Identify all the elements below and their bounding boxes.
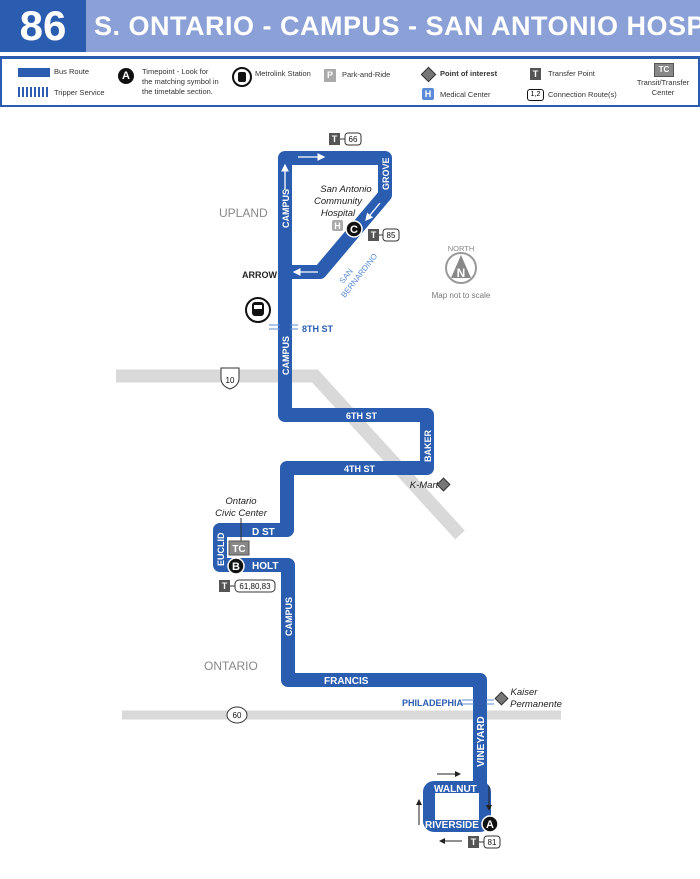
transfer-point-85: T 85 xyxy=(368,228,400,242)
timepoint-c-label: C xyxy=(350,224,358,236)
legend-tc: Transit/Transfer Center xyxy=(634,78,692,98)
legend-timepoint-line: the timetable section. xyxy=(142,87,213,96)
timepoint-a: A xyxy=(481,815,499,833)
connection-routes: 66 xyxy=(349,135,358,144)
street-riverside: RIVERSIDE xyxy=(425,820,479,831)
transfer-letter: T xyxy=(222,581,228,591)
connection-routes: 61,80,83 xyxy=(239,582,271,591)
legend-transfer: Transfer Point xyxy=(548,69,595,78)
place-hospital-label: Hospital xyxy=(321,208,356,219)
medical-center-icon xyxy=(332,220,343,231)
transfer-point-81: T 81 xyxy=(468,835,501,849)
street-euclid: EUCLID xyxy=(216,532,226,566)
transit-center-icon xyxy=(228,540,250,556)
street-baker: BAKER xyxy=(423,429,433,462)
street-grove: GROVE xyxy=(381,157,391,190)
street-8th: 8TH ST xyxy=(302,324,334,334)
legend-connection: Connection Route(s) xyxy=(548,90,617,99)
connection-icon: 1,2 xyxy=(527,89,544,101)
kmart-poi-icon xyxy=(436,477,451,492)
medical-icon: H xyxy=(422,88,434,100)
street-6th: 6TH ST xyxy=(346,411,378,421)
city-upland: UPLAND xyxy=(219,206,268,220)
north-label: NORTH xyxy=(448,244,475,253)
route-number: 86 xyxy=(0,0,86,52)
freeway-10-label: 10 xyxy=(226,376,235,385)
connection-routes: 81 xyxy=(488,838,497,847)
timepoint-c: C xyxy=(345,220,363,238)
medical-center-letter: H xyxy=(334,221,341,231)
legend-tc-line: Transit/Transfer xyxy=(636,78,690,87)
place-civic-label: Civic Center xyxy=(215,508,268,519)
street-philadelphia: PHILADEPHIA xyxy=(402,698,464,708)
legend-metrolink: Metrolink Station xyxy=(255,69,311,78)
freeway-60-label: 60 xyxy=(233,711,242,720)
tripper-swatch xyxy=(18,87,50,97)
kaiser-poi-icon xyxy=(494,691,509,706)
legend-bus-route: Bus Route xyxy=(54,67,90,76)
bus-route-line xyxy=(213,151,487,790)
legend-timepoint: Timepoint - Look for the matching symbol… xyxy=(142,67,219,97)
timepoint-b-label: B xyxy=(232,561,240,573)
street-4th: 4TH ST xyxy=(344,464,376,474)
park-ride-icon: P xyxy=(324,69,336,82)
north-arrow-icon: N xyxy=(445,252,477,284)
route-title: S. ONTARIO - CAMPUS - SAN ANTONIO HOSPIT… xyxy=(94,11,700,41)
timepoint-b: B xyxy=(227,557,245,575)
freeway-10-shield: 10 xyxy=(220,367,240,390)
transit-center-letter: TC xyxy=(232,544,245,555)
legend-medical: Medical Center xyxy=(440,90,491,99)
legend-park-ride: Park-and-Ride xyxy=(342,70,391,79)
transfer-letter: T xyxy=(332,134,338,144)
legend-timepoint-line: Timepoint - Look for xyxy=(142,67,209,76)
legend-tc-line: Center xyxy=(651,88,675,97)
street-campus-south: CAMPUS xyxy=(284,597,294,636)
street-campus-north: CAMPUS xyxy=(281,189,291,228)
street-campus-mid: CAMPUS xyxy=(281,336,291,375)
timepoint-a-label: A xyxy=(486,819,494,831)
city-ontario: ONTARIO xyxy=(204,659,258,673)
legend-poi: Point of interest xyxy=(440,69,498,78)
north-letter: N xyxy=(457,266,466,280)
place-kaiser-label: Permanente xyxy=(510,699,562,710)
bus-route-swatch xyxy=(18,68,50,77)
street-holt: HOLT xyxy=(252,561,278,572)
timepoint-icon: A xyxy=(118,68,134,84)
street-arrow: ARROW xyxy=(242,270,277,280)
freeway-60-shield: 60 xyxy=(226,706,248,724)
transfer-letter: T xyxy=(371,230,377,240)
metrolink-station-icon xyxy=(245,297,271,323)
freeway-10 xyxy=(116,369,465,540)
legend-timepoint-line: the matching symbol in xyxy=(142,77,219,86)
place-hospital-label: San Antonio xyxy=(320,184,371,195)
street-d-st: D ST xyxy=(252,527,275,538)
street-francis: FRANCIS xyxy=(324,676,369,687)
eighth-st-crossing xyxy=(269,324,494,705)
place-kaiser-label: Kaiser xyxy=(511,687,539,698)
map-scale-note: Map not to scale xyxy=(432,291,491,300)
transfer-icon: T xyxy=(530,68,541,80)
legend: Bus Route Tripper Service A Timepoint - … xyxy=(0,56,700,107)
bus-route-loop xyxy=(423,781,491,832)
header: 86 S. ONTARIO - CAMPUS - SAN ANTONIO HOS… xyxy=(0,0,700,52)
transfer-point-66: T 66 xyxy=(329,132,362,146)
place-civic-label: Ontario xyxy=(225,496,256,507)
direction-arrow xyxy=(365,202,381,222)
metrolink-icon xyxy=(232,67,252,87)
place-hospital-label: Community xyxy=(314,196,363,207)
street-vineyard: VINEYARD xyxy=(476,716,487,767)
tc-icon: TC xyxy=(654,63,674,77)
legend-tripper: Tripper Service xyxy=(54,88,105,97)
transfer-point-holt: T 61,80,83 xyxy=(219,579,276,593)
transfer-letter: T xyxy=(471,837,477,847)
connection-routes: 85 xyxy=(387,231,396,240)
place-kmart-label: K-Mart xyxy=(410,480,439,491)
street-walnut: WALNUT xyxy=(434,784,477,795)
